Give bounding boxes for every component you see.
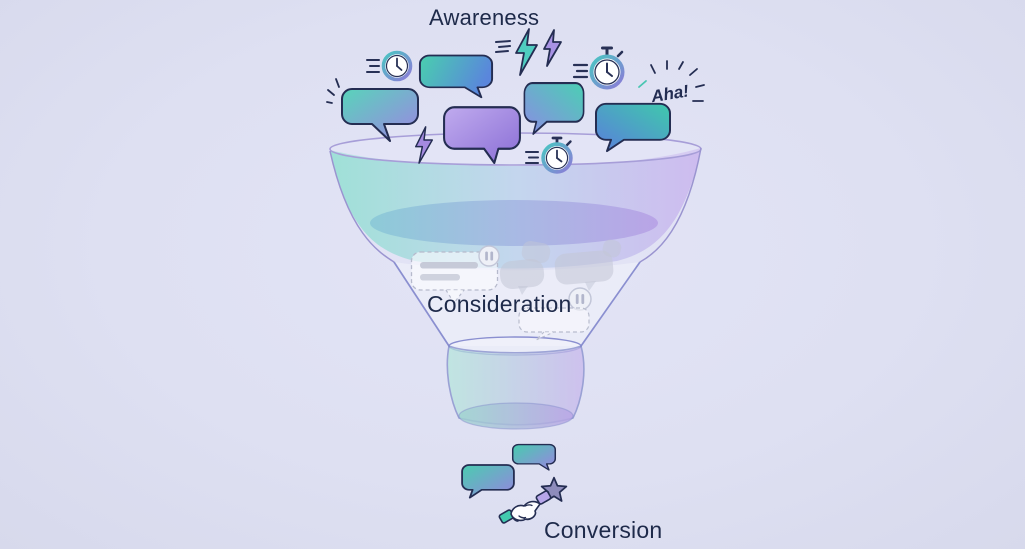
ghost-chat-bubble-icon [499,240,551,295]
faded-chat-bubble-icon [518,287,592,341]
funnel-cup [446,344,585,426]
lightning-bolt-icon [495,28,562,76]
ghost-chat-bubble-icon [554,239,622,291]
chat-bubble-icon [511,443,557,471]
pause-badge-icon [568,287,592,311]
conversion-stage-label: Conversion [544,517,663,543]
chat-bubble-icon [595,102,671,153]
chat-bubble-icon [523,82,585,135]
chat-bubble-icon [418,54,494,99]
funnel-cup-bottom [458,402,574,430]
funnel-liquid-surface [370,200,658,246]
aha-burst: Aha! [638,60,705,106]
chat-bubble-icon [443,106,521,164]
stopwatch-icon [524,136,573,174]
chat-bubble-icon [326,78,419,142]
stopwatch-icon [572,46,625,90]
lightning-bolt-icon [414,126,434,164]
handshake-icon [498,490,552,524]
clock-speed-icon [366,50,413,82]
consideration-stage-label: Consideration [427,291,572,317]
awareness-stage-label: Awareness [429,5,540,30]
pause-badge-icon [478,245,500,267]
funnel-cone-right-edge [580,261,641,347]
speed-lines-icon [495,40,511,53]
chat-bubble-icon [461,464,515,499]
funnel-cone-left-edge [393,261,450,347]
funnel-bowl-right-edge [639,147,702,263]
funnel-bowl-left-edge [329,150,395,263]
faded-chat-bubble-icon [410,245,500,305]
burst-lines-icon [326,78,340,104]
